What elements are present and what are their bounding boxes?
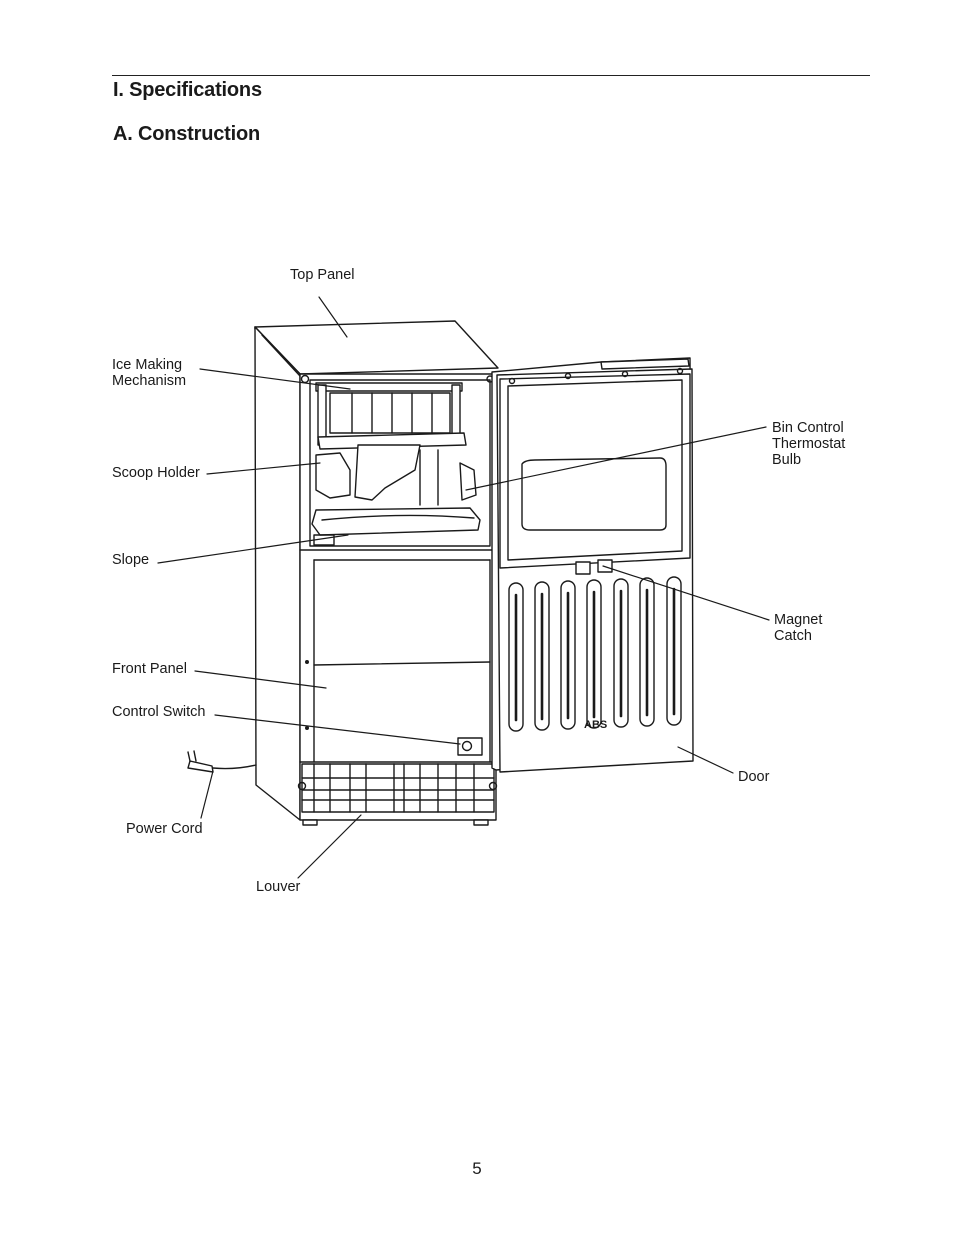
label-power-cord: Power Cord — [126, 821, 203, 837]
label-bin-control-thermostat-bulb: Bin Control Thermostat Bulb — [772, 420, 846, 468]
louver — [297, 763, 498, 813]
leader-lines — [157, 296, 770, 879]
label-louver: Louver — [256, 879, 301, 895]
label-magnet-catch: Magnet Catch — [774, 612, 823, 644]
door-marking: ABS — [584, 719, 607, 731]
label-top-panel: Top Panel — [290, 267, 355, 283]
ice-making-mechanism — [315, 382, 467, 450]
door: ABS — [491, 357, 694, 773]
slope — [311, 507, 481, 546]
section-title: I. Specifications — [113, 79, 262, 101]
label-ice-making-mechanism: Ice Making Mechanism — [112, 357, 187, 389]
label-door: Door — [738, 769, 770, 785]
power-cord — [187, 750, 257, 773]
control-switch — [457, 737, 483, 756]
label-scoop-holder: Scoop Holder — [112, 465, 200, 481]
label-front-panel: Front Panel — [112, 661, 187, 677]
label-control-switch: Control Switch — [112, 704, 206, 720]
header-rule — [112, 75, 870, 76]
scoop-holder — [315, 444, 477, 506]
label-slope: Slope — [112, 552, 150, 568]
subsection-title: A. Construction — [113, 123, 260, 145]
page-number: 5 — [472, 1159, 482, 1178]
